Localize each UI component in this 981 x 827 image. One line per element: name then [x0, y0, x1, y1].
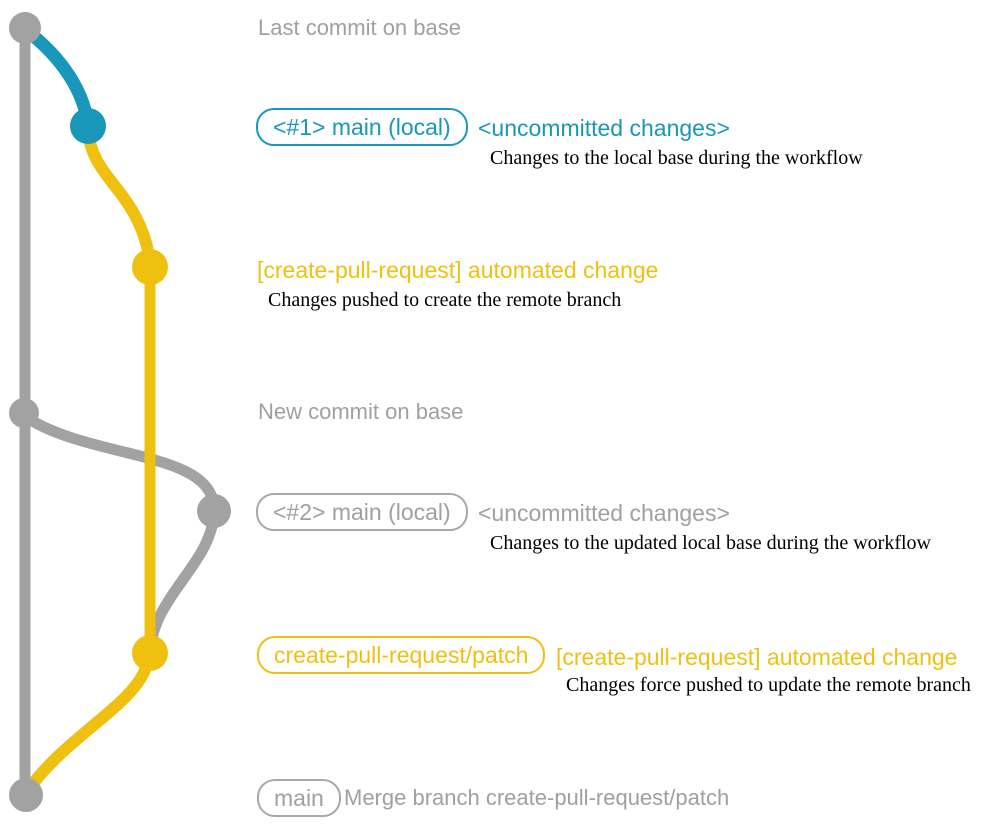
commit-dot-last-base: [9, 12, 41, 44]
main-local-2-to-patch-2-curve: [144, 508, 220, 656]
commit-message-automated-change-1: [create-pull-request] automated change: [257, 257, 659, 283]
commit-dot-main-local-2: [197, 494, 231, 528]
commit-message-automated-change-2: [create-pull-request] automated change: [556, 644, 958, 670]
status-uncommitted-changes-1: <uncommitted changes>: [478, 115, 730, 141]
note-force-pushed-update-remote-branch: Changes force pushed to update the remot…: [566, 674, 971, 696]
note-pushed-create-remote-branch: Changes pushed to create the remote bran…: [268, 289, 622, 311]
note-local-base-changes: Changes to the local base during the wor…: [490, 147, 863, 169]
branch-badge-create-pull-request-patch: create-pull-request/patch: [257, 636, 546, 674]
base-to-main-local-2-curve: [18, 410, 220, 514]
branch-badge-main-local-2: <#2> main (local): [256, 493, 468, 531]
caption-new-commit-on-base: New commit on base: [258, 399, 464, 424]
main-local-1-to-patch-1-curve: [82, 122, 156, 268]
commit-dot-main-local-1: [70, 108, 106, 144]
commit-dot-new-base: [9, 398, 39, 428]
base-to-main-local-1-curve: [19, 23, 95, 131]
commit-dot-merge: [9, 778, 43, 812]
caption-last-commit-on-base: Last commit on base: [258, 15, 461, 40]
patch-2-to-merge-curve: [21, 652, 154, 798]
commit-message-merge-branch: Merge branch create-pull-request/patch: [344, 785, 730, 810]
commit-dot-patch-2: [132, 635, 168, 671]
branch-badge-main: main: [257, 779, 341, 817]
note-updated-local-base-changes: Changes to the updated local base during…: [490, 532, 931, 554]
branch-badge-main-local-1: <#1> main (local): [256, 108, 468, 146]
commit-dot-patch-1: [132, 249, 168, 285]
status-uncommitted-changes-2: <uncommitted changes>: [478, 500, 730, 526]
